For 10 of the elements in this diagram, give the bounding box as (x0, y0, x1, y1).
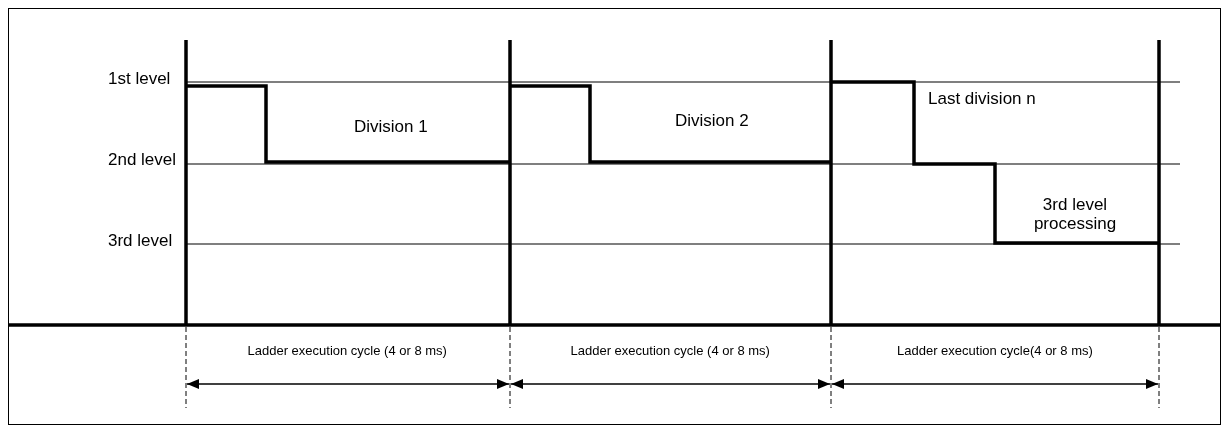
level-label: 3rd level (108, 231, 173, 251)
division-label: Division 2 (675, 111, 749, 131)
level-label: 2nd level (108, 150, 177, 170)
division-label: 3rd level processing (1032, 194, 1118, 234)
division-label: Last division n (928, 89, 1036, 109)
level-label: 1st level (108, 69, 171, 89)
cycle-label: Ladder execution cycle (4 or 8 ms) (247, 343, 447, 359)
division-label: Division 1 (354, 117, 428, 137)
cycle-label: Ladder execution cycle(4 or 8 ms) (897, 343, 1093, 359)
cycle-label: Ladder execution cycle (4 or 8 ms) (570, 343, 770, 359)
